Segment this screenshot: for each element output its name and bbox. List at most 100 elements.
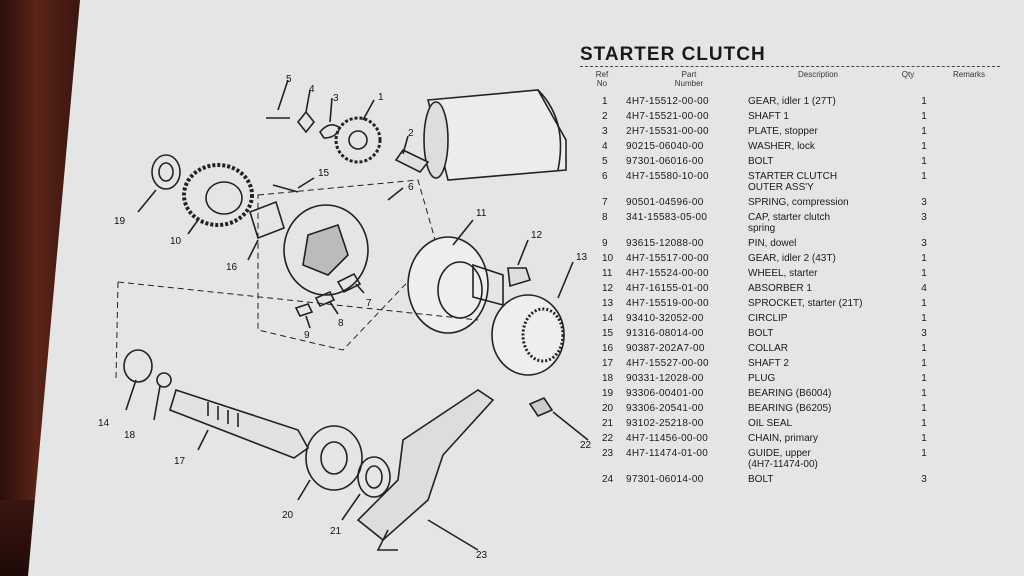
part-number: 97301-06014-00 bbox=[626, 474, 704, 485]
ref-number: 16 bbox=[602, 343, 614, 354]
quantity: 1 bbox=[921, 358, 927, 369]
ref-number: 21 bbox=[602, 418, 614, 429]
part-number: 4H7-15517-00-00 bbox=[626, 253, 709, 264]
description: STARTER CLUTCH OUTER ASS'Y bbox=[748, 171, 838, 193]
title-rule bbox=[580, 66, 1000, 67]
ref-number: 23 bbox=[602, 448, 614, 459]
ref-number: 24 bbox=[602, 474, 614, 485]
callout-19: 19 bbox=[114, 216, 126, 227]
description: SHAFT 2 bbox=[748, 358, 789, 369]
callout-9: 9 bbox=[304, 330, 310, 341]
description: SPROCKET, starter (21T) bbox=[748, 298, 863, 309]
quantity: 1 bbox=[921, 433, 927, 444]
part-number: 4H7-15527-00-00 bbox=[626, 358, 709, 369]
ref-number: 12 bbox=[602, 283, 614, 294]
callout-2: 2 bbox=[408, 128, 414, 139]
description: GEAR, idler 1 (27T) bbox=[748, 96, 836, 107]
part-number: 4H7-11474-01-00 bbox=[626, 448, 709, 459]
quantity: 1 bbox=[921, 268, 927, 279]
ref-number: 4 bbox=[602, 141, 608, 152]
callout-11: 11 bbox=[476, 208, 487, 219]
quantity: 1 bbox=[921, 343, 927, 354]
description: PIN, dowel bbox=[748, 238, 797, 249]
callout-7: 7 bbox=[366, 298, 372, 309]
description: SHAFT 1 bbox=[748, 111, 789, 122]
quantity: 1 bbox=[921, 126, 927, 137]
callout-8: 8 bbox=[338, 318, 344, 329]
description: WHEEL, starter bbox=[748, 268, 818, 279]
quantity: 3 bbox=[921, 238, 927, 249]
callout-22: 22 bbox=[580, 440, 592, 451]
description: SPRING, compression bbox=[748, 197, 849, 208]
quantity: 1 bbox=[921, 156, 927, 167]
part-number: 4H7-15512-00-00 bbox=[626, 96, 709, 107]
part-number: 93410-32052-00 bbox=[626, 313, 704, 324]
callout-20: 20 bbox=[282, 510, 294, 521]
description: GEAR, idler 2 (43T) bbox=[748, 253, 836, 264]
ref-number: 20 bbox=[602, 403, 614, 414]
header-remarks: Remarks bbox=[952, 70, 985, 79]
ref-number: 2 bbox=[602, 111, 608, 122]
ref-number: 10 bbox=[602, 253, 614, 264]
header-qty: Qty bbox=[901, 70, 915, 79]
part-number: 93306-20541-00 bbox=[626, 403, 704, 414]
quantity: 3 bbox=[921, 328, 927, 339]
callout-12: 12 bbox=[531, 230, 543, 241]
part-number: 341-15583-05-00 bbox=[626, 212, 708, 223]
sprocket-drawing bbox=[491, 294, 565, 376]
table-row: 16 90387-202A7-00 COLLAR 1 bbox=[598, 343, 1024, 358]
callout-16: 16 bbox=[226, 262, 238, 273]
quantity: 1 bbox=[921, 418, 927, 429]
callout-3: 3 bbox=[333, 93, 339, 104]
callout-17: 17 bbox=[174, 456, 186, 467]
callout-4: 4 bbox=[309, 84, 315, 95]
ref-number: 14 bbox=[602, 313, 614, 324]
callout-6: 6 bbox=[408, 182, 414, 193]
description: COLLAR bbox=[748, 343, 789, 354]
description: BOLT bbox=[748, 328, 774, 339]
quantity: 1 bbox=[921, 373, 927, 384]
description: GUIDE, upper (4H7-11474-00) bbox=[748, 448, 818, 470]
description: BEARING (B6004) bbox=[748, 388, 832, 399]
part-number: 4H7-15524-00-00 bbox=[626, 268, 709, 279]
page-title: STARTER CLUTCH bbox=[580, 44, 766, 65]
description: BOLT bbox=[748, 474, 774, 485]
quantity: 1 bbox=[921, 253, 927, 264]
quantity: 1 bbox=[921, 448, 927, 459]
part-number: 90387-202A7-00 bbox=[626, 343, 705, 354]
description: OIL SEAL bbox=[748, 418, 793, 429]
parts-catalog-page: 5 4 3 1 2 15 6 19 10 16 11 12 13 7 8 9 1… bbox=[28, 0, 1024, 576]
part-number: 91316-08014-00 bbox=[626, 328, 704, 339]
ref-number: 1 bbox=[602, 96, 608, 107]
quantity: 1 bbox=[921, 298, 927, 309]
description: CIRCLIP bbox=[748, 313, 788, 324]
chain-guide-drawing bbox=[356, 389, 495, 551]
ref-number: 6 bbox=[602, 171, 608, 182]
part-number: 93615-12088-00 bbox=[626, 238, 704, 249]
part-number: 93306-00401-00 bbox=[626, 388, 704, 399]
description: CHAIN, primary bbox=[748, 433, 819, 444]
description: ABSORBER 1 bbox=[748, 283, 812, 294]
part-number: 2H7-15531-00-00 bbox=[626, 126, 709, 137]
part-number: 90331-12028-00 bbox=[626, 373, 704, 384]
ref-number: 15 bbox=[602, 328, 614, 339]
description: PLATE, stopper bbox=[748, 126, 818, 137]
ref-number: 7 bbox=[602, 197, 608, 208]
callout-23: 23 bbox=[476, 550, 488, 561]
description: PLUG bbox=[748, 373, 776, 384]
table-row: 23 4H7-11474-01-00 GUIDE, upper (4H7-11474… bbox=[598, 448, 1024, 474]
shaft-1-drawing bbox=[394, 148, 430, 174]
